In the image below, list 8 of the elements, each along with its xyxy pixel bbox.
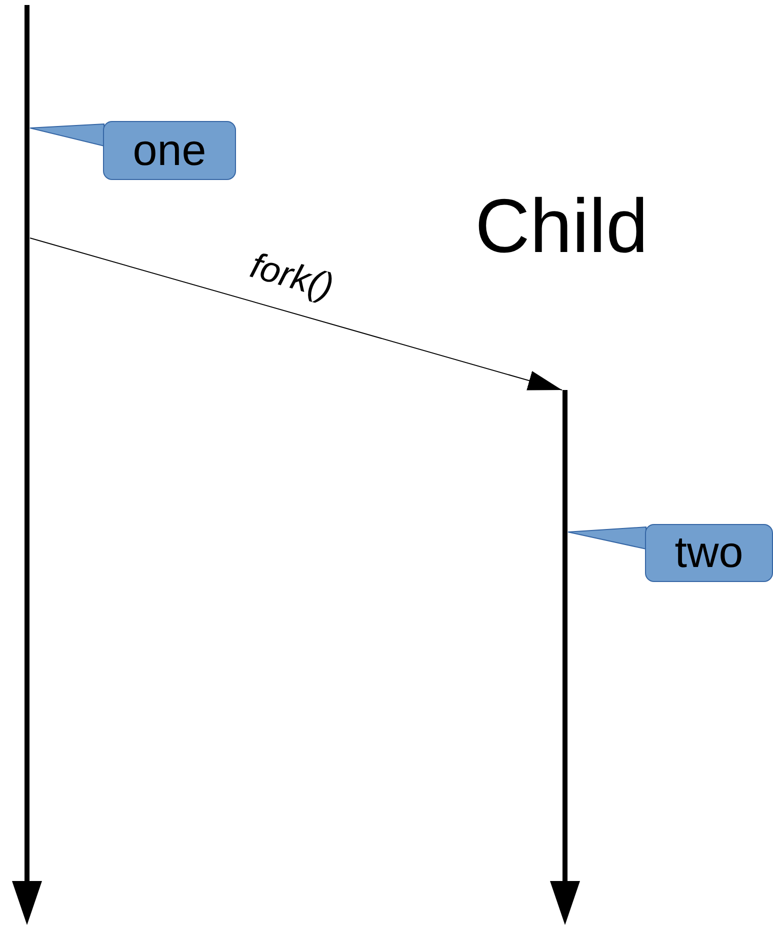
timeline-arrow bbox=[550, 390, 580, 925]
process-label: Child bbox=[475, 183, 648, 270]
arrow bbox=[30, 238, 562, 390]
leader-line bbox=[568, 526, 646, 550]
callout: one bbox=[103, 121, 236, 180]
leader-line bbox=[30, 123, 104, 147]
timeline-arrow bbox=[12, 5, 42, 925]
callout: two bbox=[645, 524, 773, 582]
